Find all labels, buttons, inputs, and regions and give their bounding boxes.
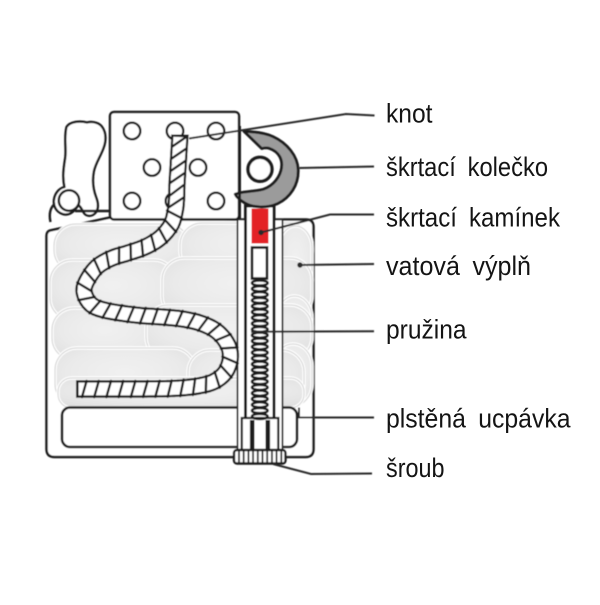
svg-text:knot: knot bbox=[386, 99, 433, 129]
svg-text:škrtací kolečko: škrtací kolečko bbox=[386, 152, 548, 182]
svg-text:plstěná ucpávka: plstěná ucpávka bbox=[386, 404, 571, 434]
svg-text:škrtací kamínek: škrtací kamínek bbox=[386, 203, 560, 233]
svg-text:vatová výplň: vatová výplň bbox=[386, 251, 531, 281]
svg-text:šroub: šroub bbox=[386, 453, 445, 483]
svg-text:pružina: pružina bbox=[386, 315, 467, 345]
